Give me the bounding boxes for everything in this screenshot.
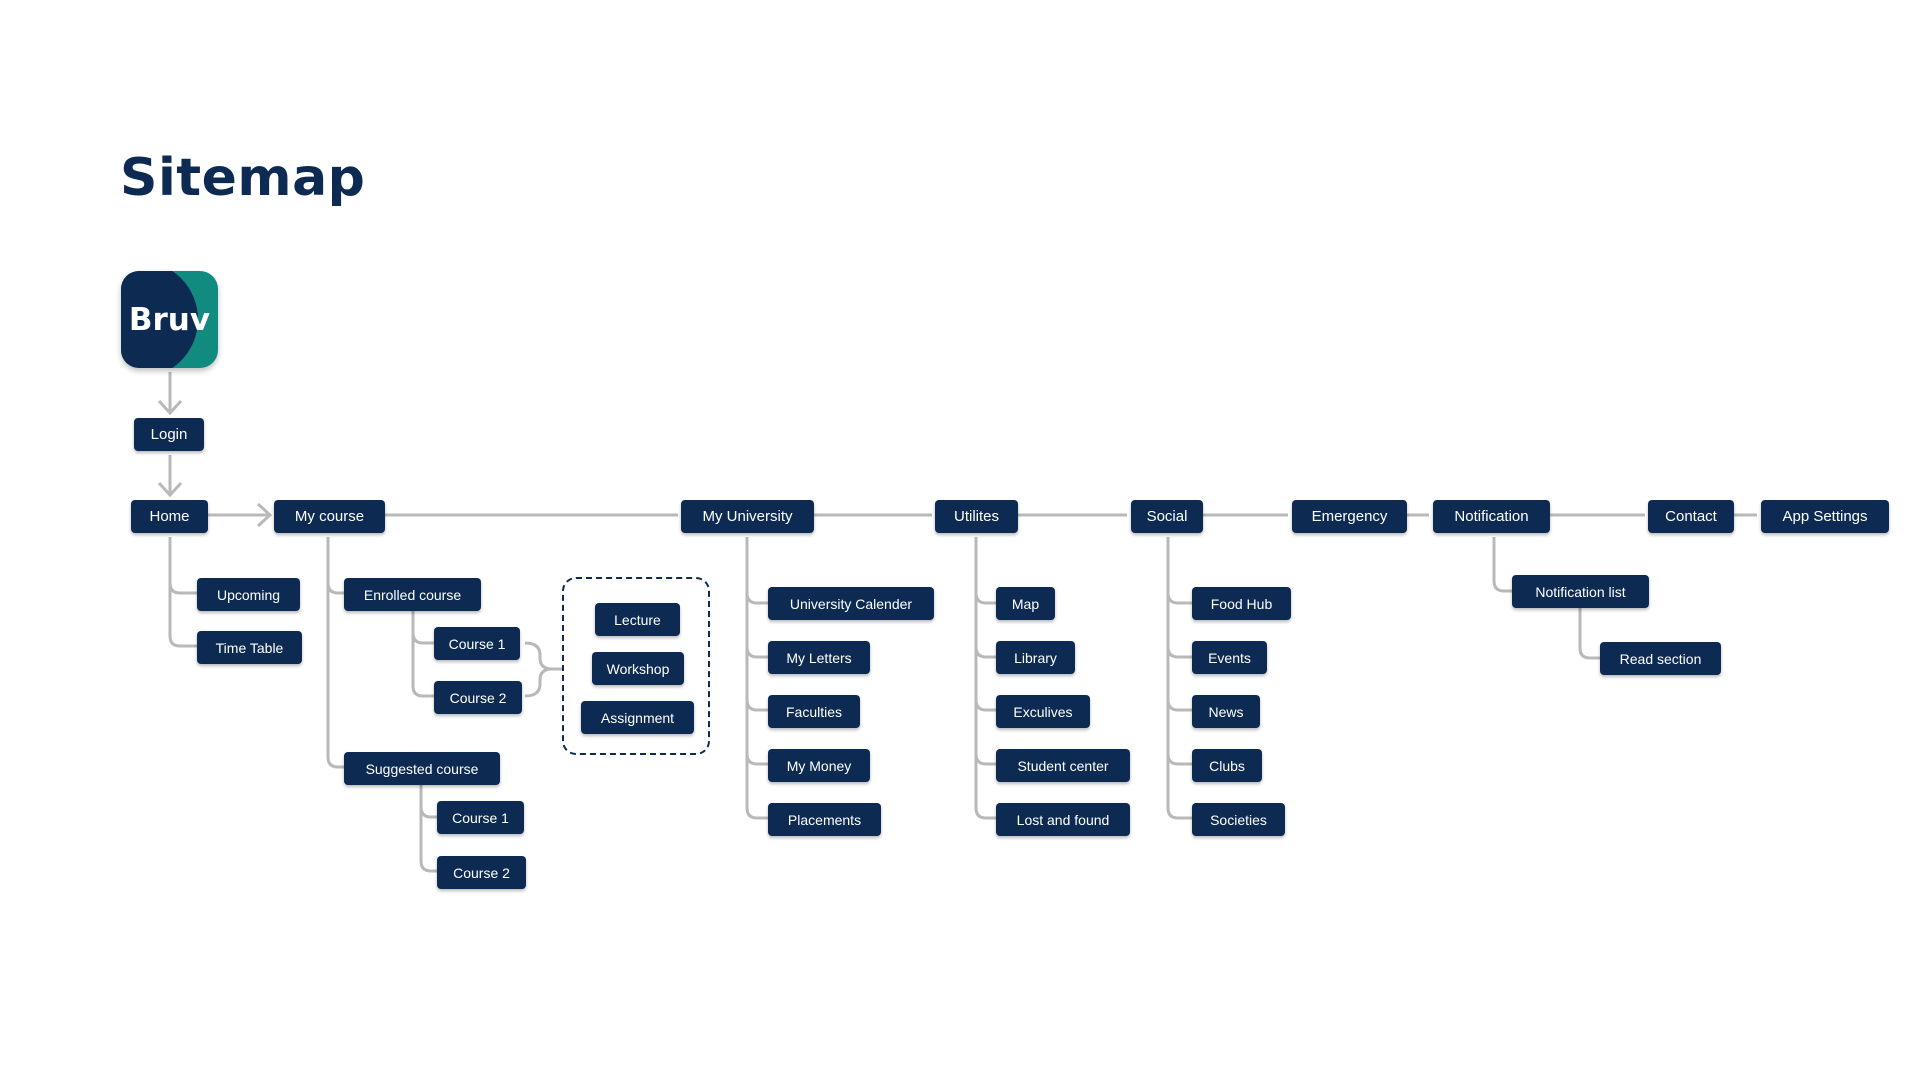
node-societies[interactable]: Societies bbox=[1192, 803, 1285, 836]
node-upcoming[interactable]: Upcoming bbox=[197, 578, 300, 611]
node-enrolled-course-1[interactable]: Course 1 bbox=[434, 627, 520, 660]
node-placements[interactable]: Placements bbox=[768, 803, 881, 836]
node-app-settings[interactable]: App Settings bbox=[1761, 500, 1889, 533]
node-events[interactable]: Events bbox=[1192, 641, 1267, 674]
node-exculives[interactable]: Exculives bbox=[996, 695, 1090, 728]
node-my-money[interactable]: My Money bbox=[768, 749, 870, 782]
node-student-center[interactable]: Student center bbox=[996, 749, 1130, 782]
node-library[interactable]: Library bbox=[996, 641, 1075, 674]
node-lost-and-found[interactable]: Lost and found bbox=[996, 803, 1130, 836]
logo-wordmark: Bruv bbox=[128, 301, 211, 338]
node-news[interactable]: News bbox=[1192, 695, 1260, 728]
node-enrolled-course-2[interactable]: Course 2 bbox=[434, 681, 522, 714]
node-notification-list[interactable]: Notification list bbox=[1512, 575, 1649, 608]
node-food-hub[interactable]: Food Hub bbox=[1192, 587, 1291, 620]
logo-dark-shape bbox=[121, 271, 198, 368]
node-notification[interactable]: Notification bbox=[1433, 500, 1550, 533]
node-social[interactable]: Social bbox=[1131, 500, 1203, 533]
node-workshop[interactable]: Workshop bbox=[592, 652, 684, 685]
page-title: Sitemap bbox=[120, 148, 366, 208]
node-contact[interactable]: Contact bbox=[1648, 500, 1734, 533]
course-content-group bbox=[562, 577, 710, 755]
node-lecture[interactable]: Lecture bbox=[595, 603, 680, 636]
node-assignment[interactable]: Assignment bbox=[581, 701, 694, 734]
node-my-letters[interactable]: My Letters bbox=[768, 641, 870, 674]
bruv-app-logo: Bruv bbox=[121, 271, 218, 368]
node-faculties[interactable]: Faculties bbox=[768, 695, 860, 728]
node-login[interactable]: Login bbox=[134, 418, 204, 451]
node-suggested-course-2[interactable]: Course 2 bbox=[437, 856, 526, 889]
node-my-university[interactable]: My University bbox=[681, 500, 814, 533]
node-suggested-course[interactable]: Suggested course bbox=[344, 752, 500, 785]
node-enrolled-course[interactable]: Enrolled course bbox=[344, 578, 481, 611]
node-home[interactable]: Home bbox=[131, 500, 208, 533]
node-university-calender[interactable]: University Calender bbox=[768, 587, 934, 620]
node-emergency[interactable]: Emergency bbox=[1292, 500, 1407, 533]
node-map[interactable]: Map bbox=[996, 587, 1055, 620]
node-suggested-course-1[interactable]: Course 1 bbox=[437, 801, 524, 834]
node-utilites[interactable]: Utilites bbox=[935, 500, 1018, 533]
node-my-course[interactable]: My course bbox=[274, 500, 385, 533]
node-clubs[interactable]: Clubs bbox=[1192, 749, 1262, 782]
node-time-table[interactable]: Time Table bbox=[197, 631, 302, 664]
node-read-section[interactable]: Read section bbox=[1600, 642, 1721, 675]
